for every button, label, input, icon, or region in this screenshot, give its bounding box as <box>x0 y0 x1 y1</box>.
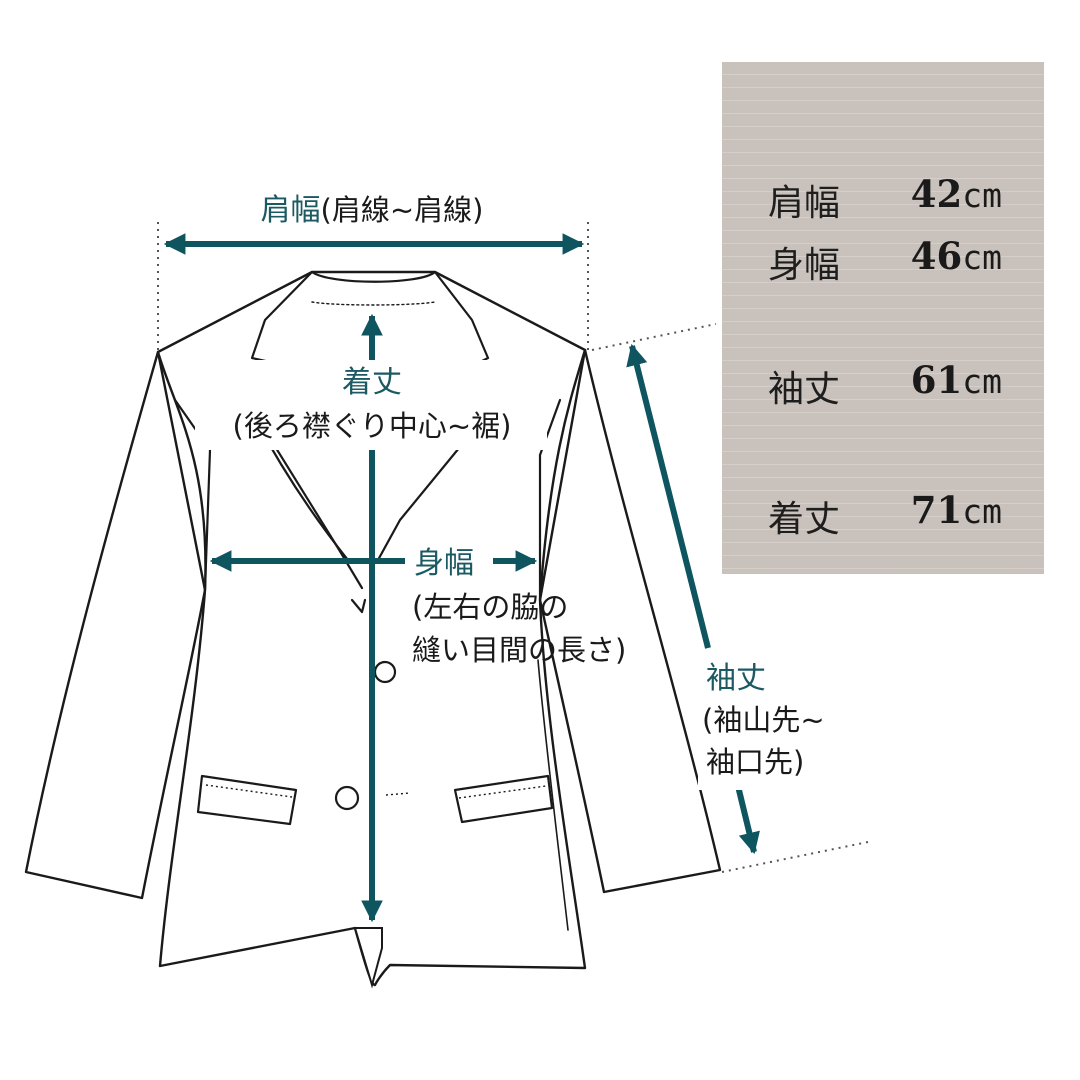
shoulder-label-sub: (肩線~肩線) <box>321 193 484 227</box>
sleeve-arrow-lower <box>735 785 760 855</box>
size-row-shoulder: 肩幅 42cm <box>722 166 1044 226</box>
size-row-unit: cm <box>962 238 1002 277</box>
sleeve-arrow-upper <box>626 343 711 649</box>
pockets <box>196 774 554 826</box>
length-label-sub: (後ろ襟ぐり中心~裾) <box>233 409 512 443</box>
size-row-label: 肩幅 <box>768 183 841 224</box>
left-sleeve <box>24 350 207 900</box>
shoulder-label-main: 肩幅 <box>261 193 321 228</box>
size-row-unit: cm <box>962 362 1002 401</box>
size-row-body-width: 身幅 46cm <box>722 228 1044 288</box>
right-pocket-flap <box>453 774 554 824</box>
hem-gap <box>353 927 383 989</box>
measurement-arrows <box>163 233 760 923</box>
button-bottom <box>334 785 360 811</box>
svg-text:肩幅(肩線~肩線): 肩幅(肩線~肩線) <box>261 193 484 228</box>
size-row-value: 61cm <box>910 358 1002 402</box>
body-width-label-sub-2: 縫い目間の長さ) <box>412 633 626 667</box>
size-row-unit: cm <box>962 492 1002 531</box>
length-label: 着丈 (後ろ襟ぐり中心~裾) <box>195 360 547 450</box>
length-label-main: 着丈 <box>342 365 402 400</box>
size-row-label: 身幅 <box>768 245 841 286</box>
size-row-label: 着丈 <box>768 499 841 540</box>
size-row-value: 71cm <box>910 488 1002 532</box>
body-width-label-main: 身幅 <box>414 546 474 581</box>
size-row-label: 袖丈 <box>768 369 841 410</box>
sleeve-label: 袖丈 (袖山先~ 袖口先) <box>698 650 830 790</box>
sleeve-label-sub-2: 袖口先) <box>706 745 804 779</box>
body-width-label: 身幅 (左右の脇の 縫い目間の長さ) <box>408 538 626 667</box>
guide-lines <box>157 222 869 873</box>
size-row-unit: cm <box>962 176 1002 215</box>
button-top <box>373 660 397 684</box>
shoulder-label: 肩幅(肩線~肩線) <box>222 186 522 230</box>
sleeve-label-main: 袖丈 <box>706 661 766 696</box>
size-row-value: 42cm <box>910 172 1002 216</box>
size-row-length: 着丈 71cm <box>722 482 1044 542</box>
sleeve-label-sub-1: (袖山先~ <box>702 703 825 737</box>
body-width-label-sub-1: (左右の脇の <box>412 590 568 624</box>
size-row-value: 46cm <box>910 234 1002 278</box>
size-row-sleeve: 袖丈 61cm <box>722 352 1044 412</box>
size-table: 肩幅 42cm 身幅 46cm 袖丈 61cm 着丈 71cm <box>722 62 1044 574</box>
right-sleeve <box>538 348 722 894</box>
